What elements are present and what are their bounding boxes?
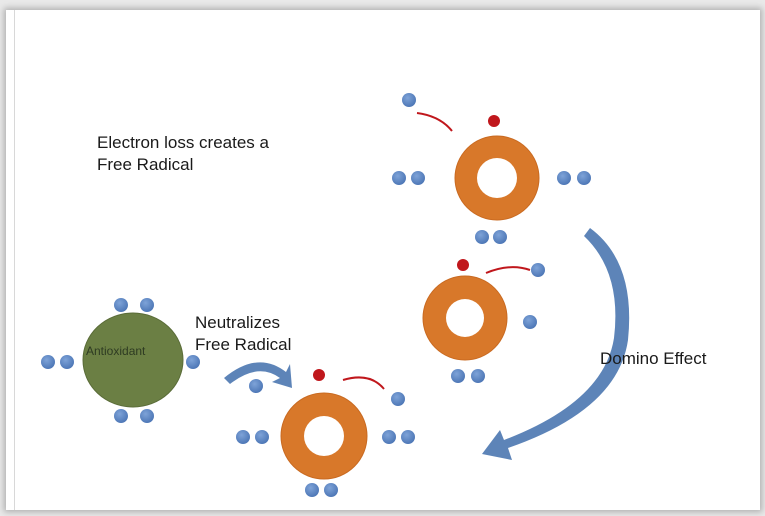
bond-arc xyxy=(342,376,385,390)
electron xyxy=(60,355,74,369)
radical-electron xyxy=(457,259,469,271)
electron xyxy=(557,171,571,185)
electron xyxy=(236,430,250,444)
electron xyxy=(305,483,319,497)
bond-arc xyxy=(416,112,453,132)
electron xyxy=(531,263,545,277)
electron xyxy=(392,171,406,185)
lost-electron xyxy=(402,93,416,107)
molecule-bottom xyxy=(236,369,415,497)
antioxidant-circle xyxy=(82,312,184,408)
radical-electron xyxy=(488,115,500,127)
molecule-middle xyxy=(422,259,545,383)
electron xyxy=(140,298,154,312)
electron xyxy=(523,315,537,329)
ring-bottom-hole xyxy=(304,416,344,456)
electron xyxy=(140,409,154,423)
electron-loss-label: Electron loss creates a Free Radical xyxy=(97,133,269,174)
electron xyxy=(186,355,200,369)
electron xyxy=(411,171,425,185)
ring-middle-hole xyxy=(446,299,484,337)
neutralizes-label: Neutralizes Free Radical xyxy=(195,313,292,354)
electron xyxy=(255,430,269,444)
antioxidant-label: Antioxidant xyxy=(86,344,146,358)
electron xyxy=(475,230,489,244)
electron xyxy=(41,355,55,369)
domino-effect-label: Domino Effect xyxy=(600,349,707,368)
radical-electron xyxy=(313,369,325,381)
electron xyxy=(451,369,465,383)
electron xyxy=(471,369,485,383)
electron xyxy=(249,379,263,393)
ring-top-hole xyxy=(477,158,517,198)
diagram-frame xyxy=(6,10,760,510)
domino-arrow xyxy=(482,228,630,460)
neutralize-arrow xyxy=(224,362,292,388)
electron xyxy=(391,392,405,406)
electron xyxy=(114,409,128,423)
antioxidant xyxy=(41,298,200,423)
electron xyxy=(493,230,507,244)
electron xyxy=(401,430,415,444)
electron xyxy=(577,171,591,185)
electron xyxy=(114,298,128,312)
molecule-top xyxy=(392,93,591,244)
electron xyxy=(324,483,338,497)
frame-inner xyxy=(14,10,760,510)
electron xyxy=(382,430,396,444)
bond-arc xyxy=(485,266,531,274)
